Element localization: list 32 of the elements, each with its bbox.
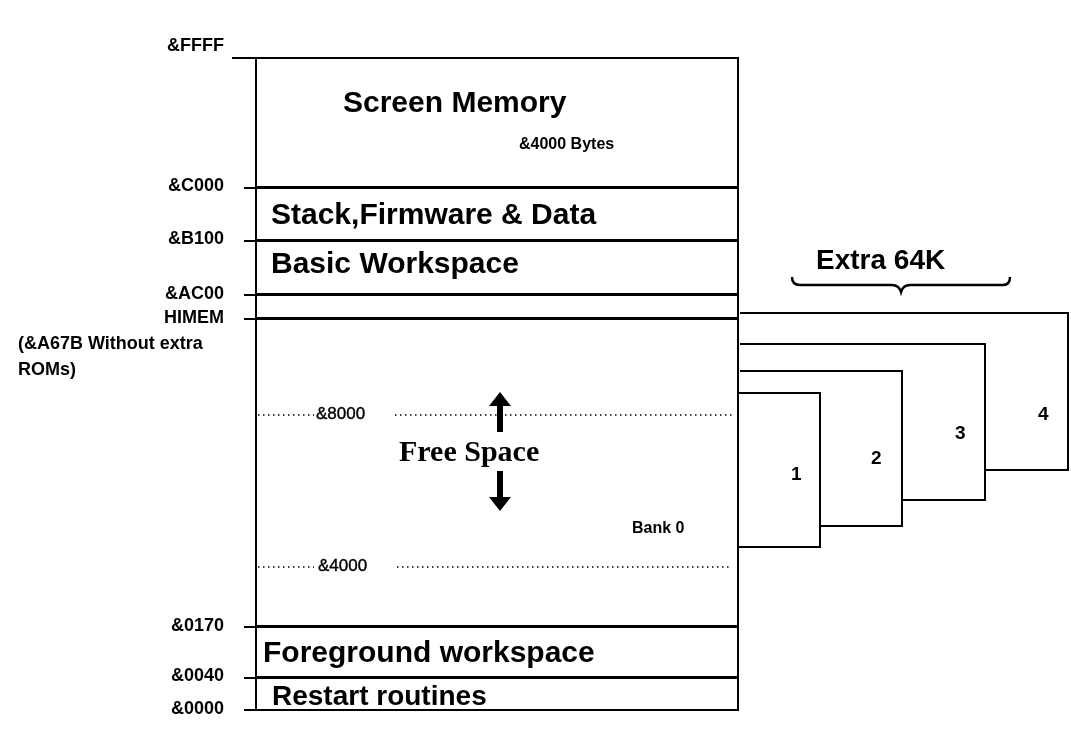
memory-bank (901, 343, 986, 501)
memory-bank (984, 312, 1069, 471)
region-label: Restart routines (272, 682, 487, 710)
region-label: Screen Memory (343, 87, 567, 117)
bank-label: Bank 0 (632, 520, 685, 536)
region-label: Stack,Firmware & Data (271, 199, 597, 229)
memory-region (255, 626, 739, 678)
region-label: Free Space (399, 436, 540, 466)
address-label: &AC00 (164, 283, 224, 304)
bank-number: 3 (955, 423, 966, 442)
address-label: &C000 (167, 175, 224, 196)
bank-number: 1 (791, 464, 802, 483)
address-label: &FFFF (167, 35, 224, 56)
address-label: &0040 (170, 665, 224, 686)
address-label: &0170 (170, 615, 224, 636)
region-label: Foreground workspace (263, 637, 595, 667)
memory-region (255, 57, 739, 188)
address-label: &B100 (167, 228, 224, 249)
section-title: Extra 64K (816, 244, 946, 277)
note-text: (&A67B Without extra ROMs) (18, 332, 204, 382)
memory-bank (738, 392, 821, 548)
memory-bank (819, 370, 903, 527)
bank-number: 2 (871, 448, 882, 467)
size-label: &4000 Bytes (519, 136, 615, 152)
address-label: HIMEM (164, 307, 224, 328)
memory-region (255, 677, 739, 711)
region-label: Basic Workspace (271, 248, 519, 278)
address-label: &0000 (170, 698, 224, 719)
memory-region (255, 187, 739, 241)
memory-region (255, 294, 739, 319)
bank-number: 4 (1038, 404, 1049, 423)
memory-region (255, 240, 739, 295)
